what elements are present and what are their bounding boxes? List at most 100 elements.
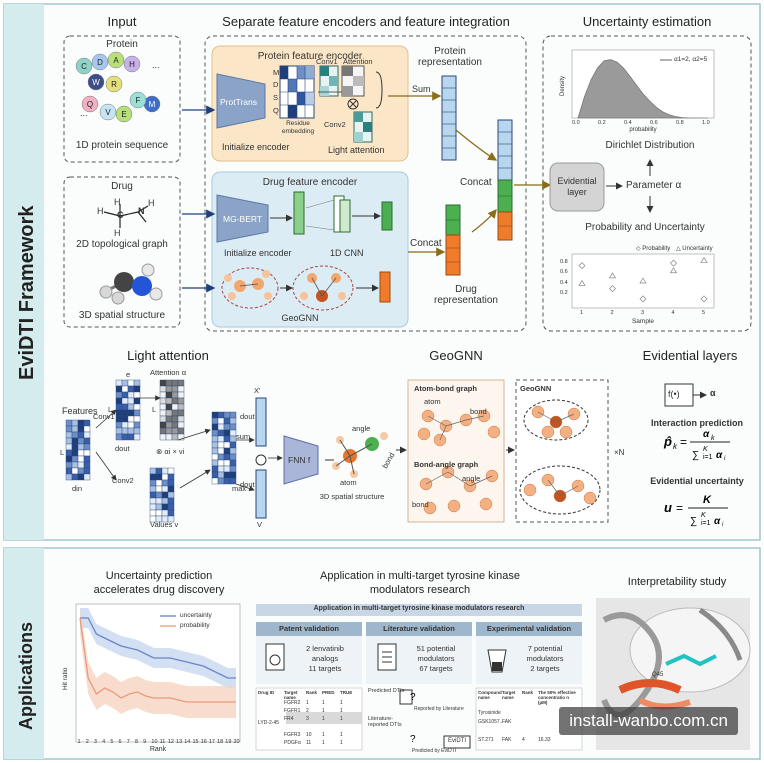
protein-brace [375, 71, 383, 109]
exp-cell: FAK [502, 737, 512, 743]
framework-side-label: EviDTI Framework [16, 205, 38, 380]
residue-letter-q: Q [273, 106, 279, 115]
matrix-cell [165, 409, 173, 417]
matrix-cell [65, 473, 73, 481]
scatter-ytick: 0.4 [560, 279, 568, 286]
exp-col-header: Rank [522, 690, 534, 695]
matrix-cell [127, 391, 135, 399]
atom-n: N [138, 206, 145, 216]
matrix-cell [159, 397, 167, 405]
matrix-cell [77, 455, 85, 463]
scatter-xtick: 2 [610, 310, 614, 316]
drug-input-box [63, 176, 181, 328]
mgbert-block [216, 194, 269, 243]
matrix-cell [161, 479, 169, 487]
l-label-3: L [152, 405, 157, 414]
density-xtick: 0.6 [650, 120, 658, 126]
matrix-cell [83, 425, 91, 433]
residue-label: Q45 [652, 672, 664, 678]
svg-text:i: i [722, 522, 724, 528]
exp-col-header: The 50% effective concentratio n (µM) [538, 690, 576, 705]
matrix-cell [159, 415, 167, 423]
matrix-cell [159, 433, 167, 441]
matrix-cell [159, 409, 167, 417]
lit-predicted-by: Predicted by EviDTI [412, 748, 457, 754]
exp-cell: FAK [502, 719, 512, 725]
concat-column [497, 119, 513, 241]
svg-text:α: α [716, 450, 723, 461]
matrix-cell [121, 379, 129, 387]
matrix-cell [165, 385, 173, 393]
exp-col-header: Compound name [478, 690, 502, 700]
matrix-cell [217, 429, 225, 437]
initialize-encoder-2-label: Initialize encoder [224, 248, 292, 258]
matrix-cell [77, 437, 85, 445]
experimental-text-2: modulators [526, 654, 564, 663]
drug-representation-column [445, 204, 461, 276]
matrix-cell [155, 467, 163, 475]
geo-angle-label: angle [352, 424, 371, 433]
matrix-cell [171, 421, 179, 429]
matrix-cell [127, 427, 135, 435]
residue-embedding-label: Residue embedding [281, 120, 315, 135]
tyrosine-title-2: modulators research [369, 584, 471, 596]
matrix-cell [211, 471, 219, 479]
rank-xtick: 13 [176, 739, 183, 745]
density-xtick: 1.0 [702, 120, 710, 126]
matrix-cell [159, 385, 167, 393]
matrix-cell [155, 485, 163, 493]
matrix-cell [127, 403, 135, 411]
parameter-label: Parameter α [626, 180, 682, 191]
probability-point [670, 259, 677, 267]
conv1-label: Conv1 [316, 57, 338, 66]
probability-point [639, 295, 647, 303]
matrix-cell [159, 391, 167, 399]
matrix-cell [211, 453, 219, 461]
matrix-cell [77, 473, 85, 481]
literature-text-3: 67 targets [419, 664, 453, 673]
matrix-cell [165, 421, 173, 429]
matrix-cell [149, 467, 157, 475]
svg-text:∑: ∑ [692, 450, 699, 461]
matrix-cell [229, 441, 237, 449]
matrix-cell [177, 385, 185, 393]
patent-cell: 10 [306, 732, 312, 738]
matrix-cell [161, 485, 169, 493]
svg-text:=: = [680, 435, 687, 449]
matrix-cell [161, 509, 169, 517]
dirichlet-label: Dirichlet Distribution [605, 140, 695, 151]
conv2-label-2: Conv2 [112, 476, 134, 485]
matrix-cell [121, 421, 129, 429]
patent-col-header: PRED [322, 690, 335, 695]
scatter-legend-unc-text: Uncertainty [682, 246, 713, 252]
svg-text:i=1: i=1 [701, 520, 711, 527]
matrix-cell [165, 397, 173, 405]
matrix-cell [121, 403, 129, 411]
matrix-cell [159, 379, 167, 387]
density-plot [571, 49, 715, 119]
mgbert-label: MG-BERT [223, 214, 263, 224]
matrix-cell [83, 443, 91, 451]
uncertainty-title: Uncertainty estimation [582, 14, 712, 29]
cnn-layer-2 [339, 199, 351, 233]
evidential-layer-label: Evidential layer [557, 176, 597, 197]
patent-cell: 1 [322, 732, 325, 738]
matrix-cell [223, 435, 231, 443]
legend-probability: probability [180, 622, 210, 629]
patent-cell: 1 [340, 740, 343, 746]
x-prime-label: X' [254, 386, 261, 395]
scatter-xtick: 5 [702, 310, 706, 316]
uncertainty-app-title-2: accelerates drug discovery [93, 584, 225, 596]
scatter-xtick: 4 [671, 310, 675, 316]
matrix-cell [223, 441, 231, 449]
density-xlabel: probability [629, 127, 657, 133]
matrix-cell [223, 411, 231, 419]
matrix-cell [71, 419, 79, 427]
rank-xtick: 11 [159, 739, 166, 745]
protein-bubble [81, 95, 99, 113]
matrix-cell [115, 427, 123, 435]
patent-cell: 1 [340, 716, 343, 722]
matrix-cell [167, 509, 175, 517]
matrix-cell [177, 403, 185, 411]
matrix-cell [159, 421, 167, 429]
